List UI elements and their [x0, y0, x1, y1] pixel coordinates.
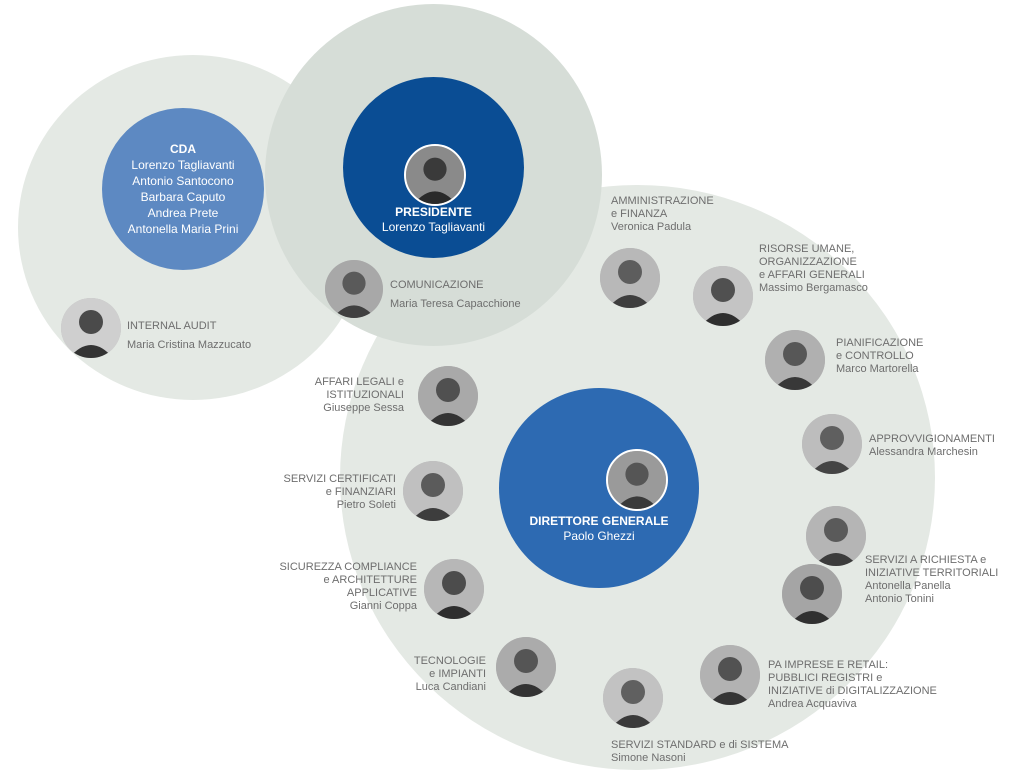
unit-name: RISORSE UMANE,	[759, 243, 855, 255]
tecnologie-portrait	[496, 637, 556, 697]
cda-member: Antonio Santocono	[132, 173, 234, 188]
presidente-portrait	[404, 144, 466, 206]
unit-name: AMMINISTRAZIONE	[611, 195, 714, 207]
unit-name: PA IMPRESE E RETAIL:	[768, 659, 889, 671]
amministrazione-portrait	[600, 248, 660, 308]
servizi-standard-label: SERVIZI STANDARD e di SISTEMA Simone Nas…	[611, 739, 788, 765]
approvvigionamenti-label: APPROVVIGIONAMENTI Alessandra Marchesin	[869, 433, 995, 459]
presidente-circle: PRESIDENTE Lorenzo Tagliavanti	[343, 77, 524, 258]
unit-name: e IMPIANTI	[429, 668, 486, 680]
pianificazione-portrait	[765, 330, 825, 390]
comunicazione-portrait	[325, 260, 383, 318]
affari-legali-label: AFFARI LEGALI e ISTITUZIONALI Giuseppe S…	[315, 376, 404, 415]
sicurezza-label: SICUREZZA COMPLIANCE e ARCHITETTURE APPL…	[279, 561, 417, 613]
unit-person: Antonio Tonini	[865, 593, 934, 605]
unit-person: Pietro Soleti	[336, 499, 396, 511]
unit-name: INIZIATIVE di DIGITALIZZAZIONE	[768, 685, 937, 697]
risorse-umane-label: RISORSE UMANE, ORGANIZZAZIONE e AFFARI G…	[759, 243, 868, 295]
unit-person: Maria Teresa Capacchione	[390, 298, 521, 310]
presidente-name: Lorenzo Tagliavanti	[381, 220, 486, 234]
unit-person: Antonella Panella	[865, 580, 951, 592]
unit-name: PIANIFICAZIONE	[836, 337, 924, 349]
pa-imprese-label: PA IMPRESE E RETAIL: PUBBLICI REGISTRI e…	[768, 659, 937, 711]
direttore-portrait	[606, 449, 668, 511]
servizi-richiesta-portrait-2	[782, 564, 842, 624]
cda-member: Barbara Caputo	[140, 189, 226, 204]
unit-person: Gianni Coppa	[349, 600, 417, 612]
unit-name: SERVIZI STANDARD e di SISTEMA	[611, 739, 789, 751]
tecnologie-label: TECNOLOGIE e IMPIANTI Luca Candiani	[414, 655, 486, 694]
unit-name: ISTITUZIONALI	[326, 389, 404, 401]
unit-name: INTERNAL AUDIT	[127, 320, 217, 332]
direttore-title: DIRETTORE GENERALE	[529, 514, 669, 528]
unit-person: Andrea Acquaviva	[768, 698, 857, 710]
unit-name: e FINANZIARI	[325, 486, 396, 498]
comunicazione-label: COMUNICAZIONE Maria Teresa Capacchione	[390, 279, 521, 311]
unit-name: PUBBLICI REGISTRI e	[768, 672, 883, 684]
pianificazione-label: PIANIFICAZIONE e CONTROLLO Marco Martore…	[836, 337, 923, 376]
cda-circle: CDA Lorenzo Tagliavanti Antonio Santocon…	[102, 108, 264, 270]
unit-name: ORGANIZZAZIONE	[759, 256, 857, 268]
unit-name: APPROVVIGIONAMENTI	[869, 433, 995, 445]
presidente-title: PRESIDENTE	[395, 205, 472, 219]
amministrazione-label: AMMINISTRAZIONE e FINANZA Veronica Padul…	[611, 195, 714, 234]
cda-member: Andrea Prete	[147, 205, 219, 220]
cda-member: Lorenzo Tagliavanti	[131, 157, 235, 172]
cda-title: CDA	[170, 141, 196, 156]
servizi-standard-portrait	[603, 668, 663, 728]
direttore-circle: DIRETTORE GENERALE Paolo Ghezzi	[499, 388, 699, 588]
unit-person: Alessandra Marchesin	[869, 446, 978, 458]
internal-audit-portrait	[61, 298, 121, 358]
direttore-name: Paolo Ghezzi	[563, 529, 635, 543]
unit-name: COMUNICAZIONE	[390, 279, 484, 291]
internal-audit-label: INTERNAL AUDIT Maria Cristina Mazzucato	[127, 320, 251, 352]
unit-person: Luca Candiani	[415, 681, 486, 693]
unit-name: SERVIZI A RICHIESTA e	[865, 554, 987, 566]
servizi-certificati-portrait	[403, 461, 463, 521]
unit-name: e CONTROLLO	[836, 350, 914, 362]
servizi-richiesta-label: SERVIZI A RICHIESTA e INIZIATIVE TERRITO…	[865, 554, 998, 606]
unit-person: Veronica Padula	[611, 221, 692, 233]
unit-name: APPLICATIVE	[346, 587, 417, 599]
cda-member: Antonella Maria Prini	[127, 221, 239, 236]
unit-name: e ARCHITETTURE	[323, 574, 417, 586]
servizi-richiesta-portrait-1	[806, 506, 866, 566]
unit-name: INIZIATIVE TERRITORIALI	[865, 567, 999, 579]
unit-name: TECNOLOGIE	[413, 655, 486, 667]
unit-name: SICUREZZA COMPLIANCE	[279, 561, 417, 573]
unit-person: Simone Nasoni	[611, 752, 686, 764]
unit-name: e FINANZA	[611, 208, 668, 220]
sicurezza-portrait	[424, 559, 484, 619]
unit-name: AFFARI LEGALI e	[314, 376, 404, 388]
risorse-umane-portrait	[693, 266, 753, 326]
pa-imprese-portrait	[700, 645, 760, 705]
unit-person: Giuseppe Sessa	[323, 402, 404, 414]
unit-person: Maria Cristina Mazzucato	[127, 339, 252, 351]
servizi-certificati-label: SERVIZI CERTIFICATI e FINANZIARI Pietro …	[284, 473, 396, 512]
unit-person: Massimo Bergamasco	[759, 282, 868, 294]
unit-person: Marco Martorella	[836, 363, 919, 375]
affari-legali-portrait	[418, 366, 478, 426]
approvvigionamenti-portrait	[802, 414, 862, 474]
unit-name: e AFFARI GENERALI	[759, 269, 865, 281]
unit-name: SERVIZI CERTIFICATI	[283, 473, 396, 485]
